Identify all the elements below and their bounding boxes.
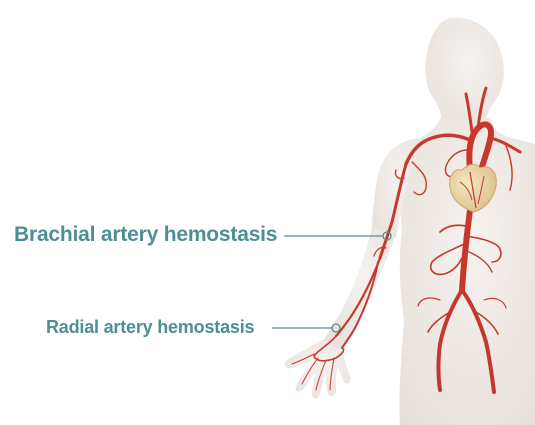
body-silhouette <box>285 18 535 425</box>
brachial-artery-hemostasis-label: Brachial artery hemostasis <box>14 222 277 248</box>
radial-artery-hemostasis-label: Radial artery hemostasis <box>46 316 254 338</box>
